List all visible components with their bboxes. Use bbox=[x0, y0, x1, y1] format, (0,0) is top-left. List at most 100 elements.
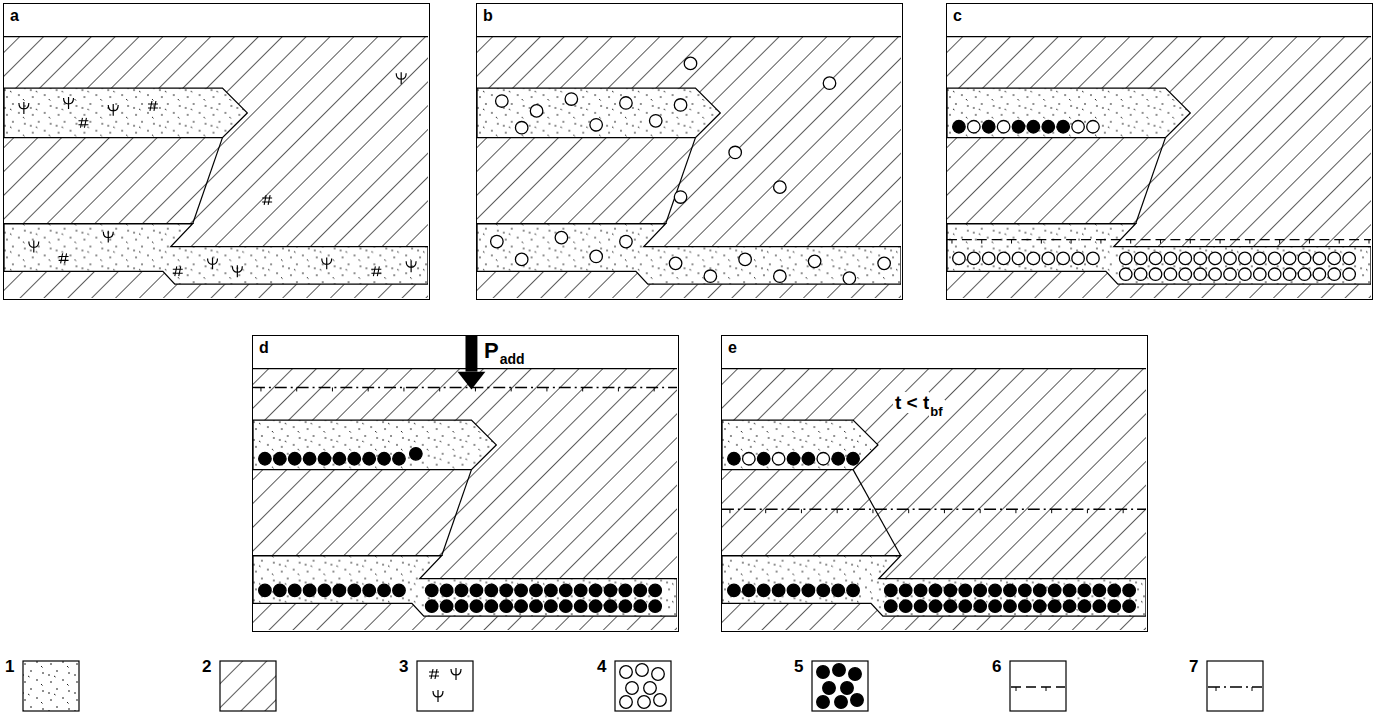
filled-circle bbox=[944, 600, 957, 612]
psi-symbol bbox=[103, 231, 113, 243]
filled-circle bbox=[833, 664, 846, 677]
cross-section bbox=[4, 4, 428, 298]
ground-surface bbox=[477, 36, 901, 37]
filled-circle bbox=[743, 584, 756, 596]
legend-number: 6 bbox=[992, 658, 1001, 675]
filled-circle bbox=[1048, 600, 1061, 612]
psi-stroke bbox=[108, 104, 118, 116]
filled-circle bbox=[619, 584, 632, 596]
hash-stroke bbox=[371, 266, 381, 276]
open-circle bbox=[772, 453, 785, 465]
filled-circle bbox=[604, 600, 617, 612]
level-tick bbox=[1123, 509, 1124, 513]
upper-sand-lens bbox=[477, 88, 720, 137]
open-circle bbox=[1042, 252, 1055, 264]
open-circle bbox=[1149, 268, 1162, 280]
hash-symbol bbox=[371, 266, 381, 276]
filled-circle bbox=[832, 584, 845, 596]
open-circle bbox=[743, 453, 756, 465]
filled-circle bbox=[832, 453, 845, 465]
hash-stroke bbox=[59, 253, 69, 263]
open-circle bbox=[953, 252, 966, 264]
open-circle bbox=[620, 235, 633, 247]
panel-letter: a bbox=[10, 7, 19, 25]
filled-circle bbox=[841, 682, 854, 695]
level-tick bbox=[654, 387, 655, 391]
open-circle bbox=[704, 270, 717, 282]
panel-header bbox=[947, 4, 1371, 37]
filled-circle bbox=[823, 682, 836, 695]
level-tick bbox=[1369, 240, 1370, 244]
open-circle bbox=[1313, 252, 1326, 264]
open-circle bbox=[1087, 121, 1100, 133]
hash-symbol bbox=[262, 195, 272, 205]
filled-circle bbox=[914, 600, 927, 612]
level-tick bbox=[1011, 240, 1012, 244]
cross-section bbox=[722, 336, 1146, 630]
cross-section bbox=[253, 336, 677, 630]
psi-stroke bbox=[451, 668, 461, 680]
legend-sample bbox=[1009, 660, 1067, 712]
filled-circle bbox=[530, 600, 543, 612]
psi-stroke bbox=[19, 102, 29, 114]
filled-circle bbox=[619, 600, 632, 612]
filled-circle bbox=[274, 584, 287, 596]
filled-circle bbox=[378, 584, 391, 596]
legend-box bbox=[615, 661, 671, 711]
wedge-boundary bbox=[666, 138, 696, 224]
level-tick bbox=[1160, 240, 1161, 244]
level-tick bbox=[980, 509, 981, 513]
filled-circle bbox=[500, 600, 513, 612]
formula-label: add bbox=[500, 352, 525, 366]
psi-stroke bbox=[433, 690, 443, 702]
open-circle bbox=[652, 668, 665, 681]
open-circle bbox=[1209, 252, 1222, 264]
lower-sand-layer bbox=[947, 224, 1371, 284]
dashed-level bbox=[947, 239, 1371, 240]
open-circle bbox=[997, 252, 1010, 264]
open-circle bbox=[1164, 268, 1177, 280]
filled-circle bbox=[851, 694, 864, 707]
hash-symbol bbox=[78, 118, 88, 128]
filled-circle bbox=[574, 600, 587, 612]
open-circle bbox=[1179, 252, 1192, 264]
wedge-boundary bbox=[193, 138, 223, 224]
open-circle bbox=[1027, 252, 1040, 264]
level-tick bbox=[403, 387, 404, 391]
ground-surface bbox=[947, 36, 1371, 37]
open-circle bbox=[620, 666, 633, 679]
filled-circle bbox=[634, 600, 647, 612]
filled-circle bbox=[1048, 584, 1061, 596]
psi-symbol bbox=[64, 97, 74, 109]
open-circle bbox=[620, 696, 633, 709]
filled-circle bbox=[1063, 584, 1076, 596]
open-circle bbox=[530, 105, 543, 117]
panel-letter: e bbox=[728, 339, 737, 357]
ground-surface bbox=[722, 368, 1146, 369]
filled-circle bbox=[530, 584, 543, 596]
psi-stroke bbox=[208, 257, 218, 269]
level-tick bbox=[1130, 240, 1131, 244]
level-tick bbox=[1252, 687, 1253, 691]
filled-circle bbox=[787, 584, 800, 596]
panel-header bbox=[4, 4, 428, 37]
level-tick bbox=[1216, 687, 1217, 691]
level-tick bbox=[908, 509, 909, 513]
filled-circle bbox=[274, 453, 287, 465]
filled-circle bbox=[425, 584, 438, 596]
filled-circle bbox=[757, 584, 770, 596]
legend-number: 7 bbox=[1189, 658, 1198, 675]
open-circle bbox=[491, 235, 504, 247]
filled-circle bbox=[1063, 600, 1076, 612]
filled-circle bbox=[1019, 600, 1032, 612]
psi-symbol bbox=[108, 104, 118, 116]
filled-circle bbox=[817, 696, 830, 709]
lower-sand-layer bbox=[4, 224, 428, 284]
filled-circle bbox=[1108, 584, 1121, 596]
filled-circle bbox=[410, 448, 423, 460]
filled-circle bbox=[303, 584, 316, 596]
shale-body bbox=[253, 336, 677, 630]
filled-circle bbox=[589, 600, 602, 612]
load-arrow bbox=[458, 336, 486, 389]
level-tick bbox=[511, 387, 512, 391]
